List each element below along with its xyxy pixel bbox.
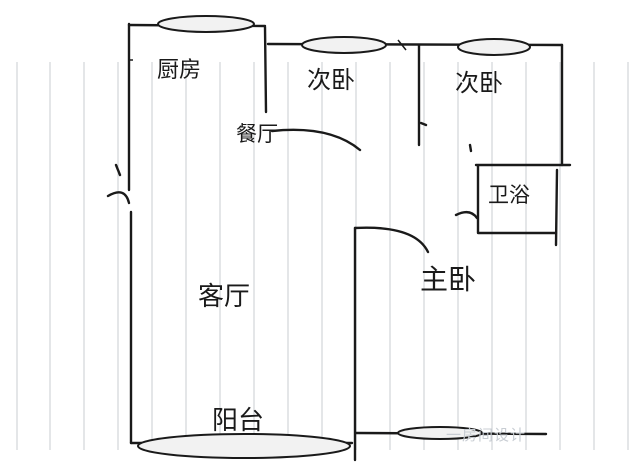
paper-ruling [16, 62, 629, 450]
window-kitchen [157, 15, 255, 33]
door-dining [270, 128, 362, 152]
room-label-bathroom: 卫浴 [488, 183, 530, 207]
room-label-second-bedroom-1: 次卧 [307, 66, 355, 94]
window-bedroom-1 [301, 36, 387, 54]
room-label-kitchen: 厨房 [157, 58, 202, 83]
marker-bedroom [419, 121, 428, 127]
room-label-second-bedroom-2: 次卧 [455, 69, 503, 97]
wall-ticks [129, 39, 407, 61]
room-label-dining: 餐厅 [236, 122, 278, 146]
marker-bath [468, 143, 473, 153]
marker-top-left [114, 163, 122, 177]
wall-bathroom [474, 163, 572, 235]
window-master [397, 426, 483, 440]
window-bedroom-2 [457, 38, 531, 56]
room-label-balcony: 阳台 [212, 406, 265, 436]
door-bathroom [454, 210, 479, 220]
windows [137, 15, 531, 459]
door-entry [106, 191, 131, 205]
window-balcony [137, 433, 351, 459]
wall-kitchen-right [263, 25, 268, 114]
room-label-living-room: 客厅 [198, 282, 251, 312]
door-master [353, 226, 430, 254]
room-label-master-bedroom: 主卧 [420, 263, 477, 296]
watermark: 一房间设计 [446, 426, 527, 444]
wall-left [127, 22, 133, 445]
